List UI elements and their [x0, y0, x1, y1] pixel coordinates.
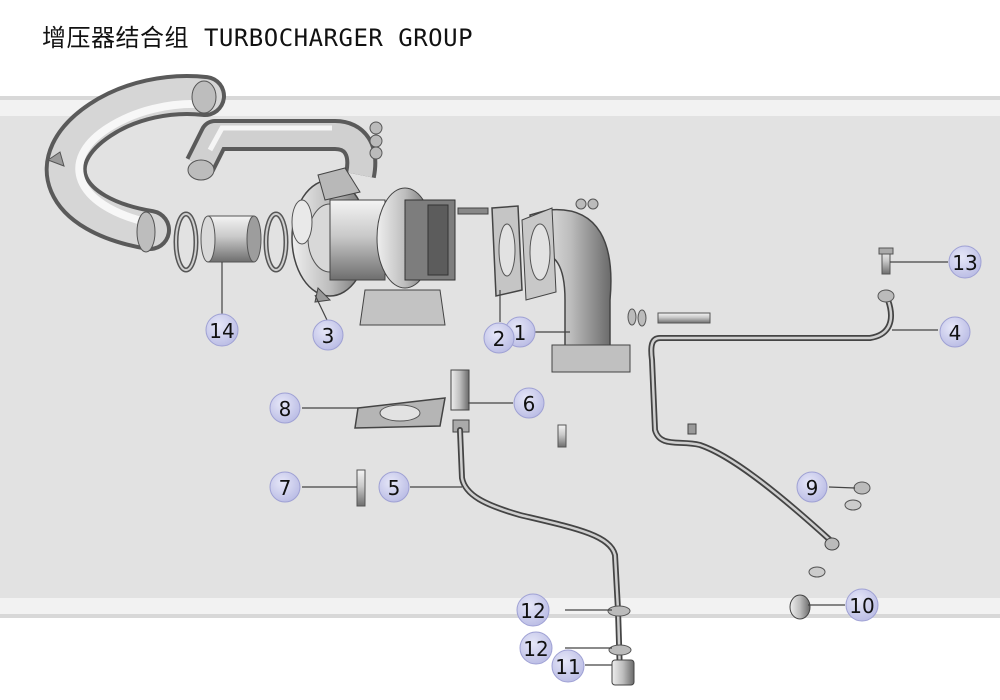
callout-8: 8 [269, 392, 301, 424]
callout-4: 4 [939, 316, 971, 348]
callout-label-4: 4 [949, 321, 962, 345]
elbow-bolt [627, 308, 711, 327]
page-title: 增压器结合组 TURBOCHARGER GROUP [42, 24, 474, 52]
fitting-10 [789, 594, 811, 620]
callout-label-1: 1 [514, 321, 527, 345]
callout-3: 3 [312, 319, 344, 351]
fitting-6 [450, 369, 470, 433]
hose-clamps [173, 211, 289, 273]
upper-outlet-pipe [185, 119, 383, 181]
callout-label-2: 2 [493, 327, 506, 351]
callout-label-12b: 12 [523, 637, 548, 661]
callout-11: 11 [551, 649, 585, 683]
callout-label-7: 7 [279, 476, 292, 500]
leader-3 [314, 294, 328, 321]
callout-9: 9 [796, 471, 828, 503]
callout-14: 14 [205, 313, 239, 347]
washers-9 [808, 481, 871, 578]
stud-small [557, 424, 567, 448]
callout-5: 5 [378, 471, 410, 503]
exhaust-elbow [521, 198, 631, 373]
air-inlet-pipe [44, 74, 226, 253]
callout-label-9: 9 [806, 476, 819, 500]
callout-label-8: 8 [279, 397, 292, 421]
callout-12b: 12 [519, 631, 553, 665]
callout-label-13: 13 [952, 251, 977, 275]
turbocharger [291, 167, 489, 326]
leader-lines [221, 261, 948, 666]
callout-label-3: 3 [322, 324, 335, 348]
callout-label-6: 6 [523, 392, 536, 416]
leader-9 [828, 486, 856, 489]
callout-12a: 12 [516, 593, 550, 627]
callout-6: 6 [513, 387, 545, 419]
callout-7: 7 [269, 471, 301, 503]
rubber-hose [200, 215, 262, 263]
stud-7 [356, 469, 366, 507]
oil-return-pipe [648, 289, 895, 551]
background-band [0, 96, 1000, 618]
callout-2: 2 [483, 322, 515, 354]
callout-label-12a: 12 [520, 599, 545, 623]
callout-label-5: 5 [388, 476, 401, 500]
oil-feed-pipe [457, 427, 635, 686]
callout-10: 10 [845, 588, 879, 622]
callout-label-11: 11 [555, 655, 580, 679]
flange-gasket-8 [354, 397, 446, 429]
callout-label-10: 10 [849, 594, 874, 618]
callout-label-14: 14 [209, 319, 234, 343]
callout-13: 13 [948, 245, 982, 279]
turbo-gasket [491, 205, 523, 297]
